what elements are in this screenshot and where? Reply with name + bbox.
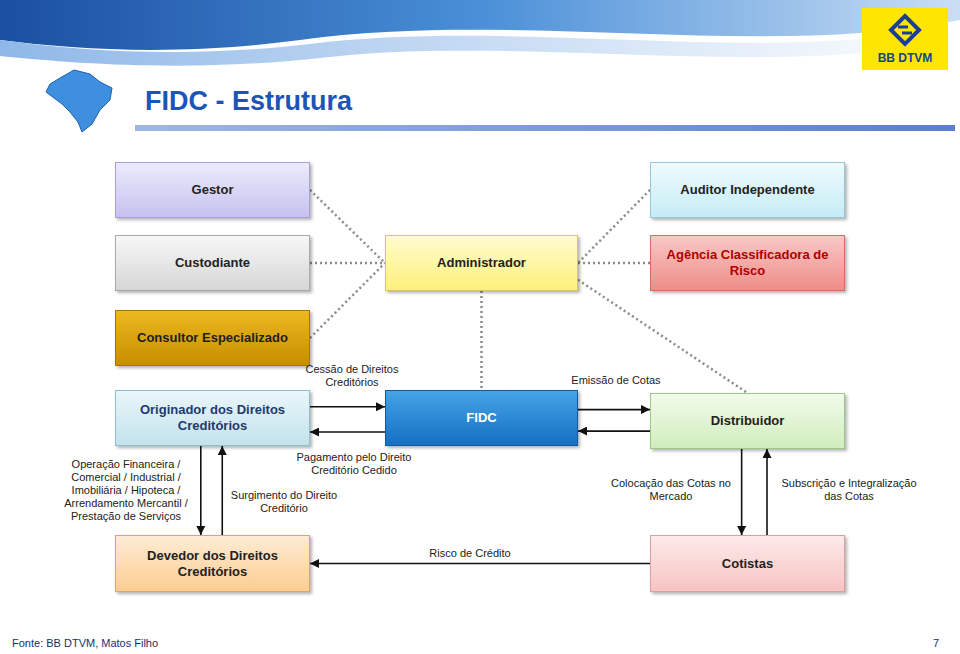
logo-text: BB DTVM: [866, 52, 944, 65]
dotted-link: [578, 262, 650, 265]
edge-label: Subscrição e Integralização das Cotas: [774, 477, 924, 503]
box-label: Distribuidor: [711, 413, 785, 429]
flow-arrow: [310, 563, 650, 565]
flow-arrow: [766, 449, 768, 535]
flow-arrow: [310, 406, 385, 408]
dotted-link: [310, 263, 385, 338]
box-label: Originador dos Direitos Creditórios: [124, 402, 301, 434]
source-caption: Fonte: BB DTVM, Matos Filho: [12, 637, 158, 650]
header-wave: [0, 26, 960, 66]
title-rule: [135, 125, 955, 131]
edge-label: Colocação das Cotas no Mercado: [606, 477, 736, 503]
process-box: Consultor Especializado: [115, 310, 310, 366]
dotted-link: [480, 291, 483, 390]
edge-label: Surgimento do Direito Creditório: [228, 489, 340, 515]
box-label: Custodiante: [175, 255, 250, 271]
process-box: Devedor dos Direitos Creditórios: [115, 535, 310, 592]
flow-arrow: [310, 431, 385, 433]
box-label: Cotistas: [722, 556, 773, 572]
flow-arrow: [578, 430, 650, 432]
flow-arrow: [221, 446, 223, 535]
process-box: Distribuidor: [650, 393, 845, 449]
box-label: Auditor Independente: [680, 182, 814, 198]
process-box: Agência Classificadora de Risco: [650, 235, 845, 291]
box-label: Devedor dos Direitos Creditórios: [124, 548, 301, 580]
edge-label: Emissão de Cotas: [566, 374, 666, 387]
page-number: 7: [926, 637, 946, 650]
logo-symbol: [891, 16, 919, 44]
process-box: Gestor: [115, 162, 310, 218]
flow-arrow: [200, 446, 202, 535]
box-label: Agência Classificadora de Risco: [659, 247, 836, 279]
flow-arrow: [741, 449, 743, 535]
process-box: FIDC: [385, 390, 578, 446]
logo-box: [862, 8, 948, 70]
box-label: FIDC: [466, 410, 496, 426]
process-box: Custodiante: [115, 235, 310, 291]
edge-label: Pagamento pelo Direito Creditório Cedido: [288, 451, 420, 477]
box-label: Administrador: [437, 255, 526, 271]
dotted-link: [310, 190, 385, 263]
process-box: Originador dos Direitos Creditórios: [115, 390, 310, 446]
slide-title: FIDC - Estrutura: [145, 84, 352, 118]
process-box: Administrador: [385, 235, 578, 291]
box-label: Gestor: [192, 182, 234, 198]
brazil-map: [46, 70, 112, 132]
edge-label: Operação Financeira / Comercial / Indust…: [58, 458, 194, 523]
box-label: Consultor Especializado: [137, 330, 288, 346]
edge-label: Risco de Crédito: [410, 547, 530, 560]
dotted-link: [310, 262, 385, 265]
process-box: Cotistas: [650, 535, 845, 592]
flow-arrow: [578, 409, 650, 411]
edge-label: Cessão de Direitos Creditórios: [296, 363, 408, 389]
dotted-link: [578, 190, 650, 263]
process-box: Auditor Independente: [650, 162, 845, 218]
